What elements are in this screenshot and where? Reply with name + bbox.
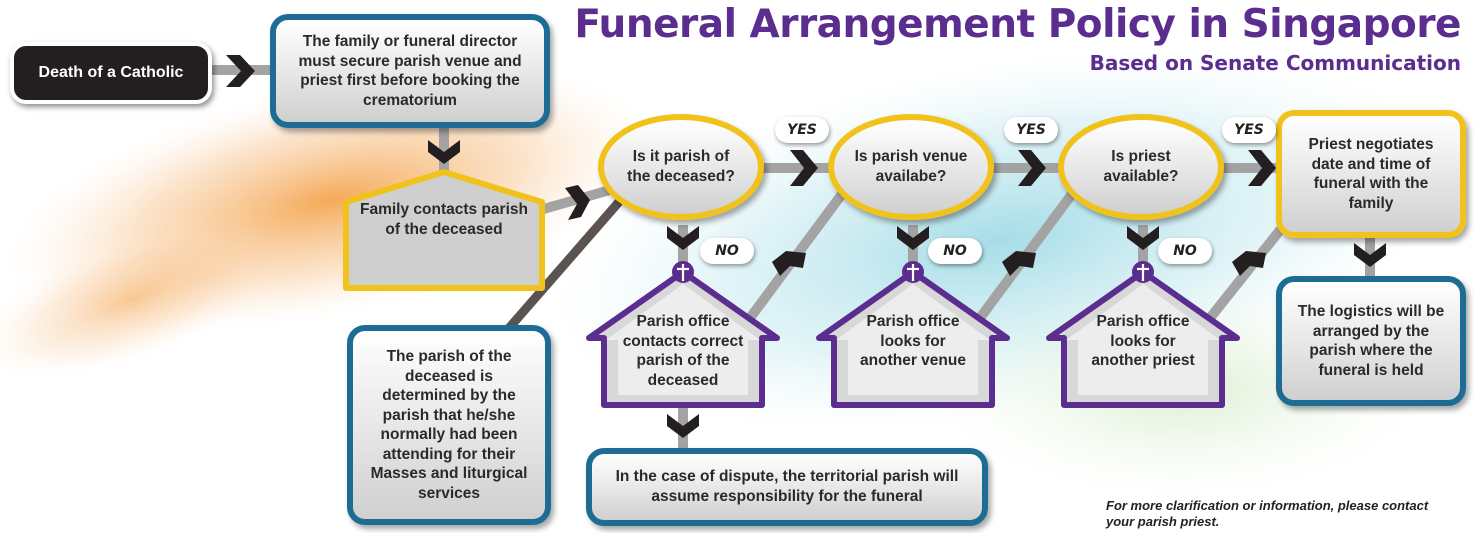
- right-chevrons: [226, 55, 1276, 220]
- down-chevrons: [428, 140, 1386, 438]
- node-priest-negotiates: Priest negotiates date and time of funer…: [1276, 110, 1466, 238]
- node-logistics: The logistics will be arranged by the pa…: [1276, 276, 1466, 406]
- node-office-another-priest: Parish office looks for another priest: [1091, 313, 1195, 369]
- footnote: For more clarification or information, p…: [1106, 498, 1429, 529]
- node-question-venue: Is parish venue availabe?: [828, 114, 994, 220]
- node-office-correct-parish: Parish office contacts correct parish of…: [622, 313, 744, 389]
- diagonal-chevrons: [772, 251, 1266, 276]
- node-parish-determined: The parish of the deceased is determined…: [347, 325, 551, 525]
- page-subtitle: Based on Senate Communication: [1089, 51, 1461, 75]
- yes-label-2: YES: [1004, 117, 1058, 143]
- house-family-contacts: [343, 169, 545, 291]
- house-inner-highlights: [606, 284, 1220, 395]
- node-family-contacts: Family contacts parish of the deceased: [360, 201, 528, 238]
- node-office-another-venue: Parish office looks for another venue: [860, 313, 966, 369]
- node-question-parish: Is it parish of the deceased?: [598, 114, 764, 220]
- no-label-1: NO: [700, 238, 754, 264]
- yes-label-3: YES: [1222, 117, 1276, 143]
- page-title: Funeral Arrangement Policy in Singapore: [574, 2, 1461, 47]
- no-label-2: NO: [928, 238, 982, 264]
- no-label-3: NO: [1158, 238, 1212, 264]
- node-question-priest: Is priest available?: [1058, 114, 1224, 220]
- orange-wash-2: [0, 221, 282, 379]
- node-secure-venue-priest: The family or funeral director must secu…: [270, 14, 550, 128]
- yes-label-1: YES: [775, 117, 829, 143]
- node-dispute: In the case of dispute, the territorial …: [586, 448, 988, 526]
- node-death-of-catholic: Death of a Catholic: [10, 42, 212, 104]
- cross-icons: [672, 261, 1154, 283]
